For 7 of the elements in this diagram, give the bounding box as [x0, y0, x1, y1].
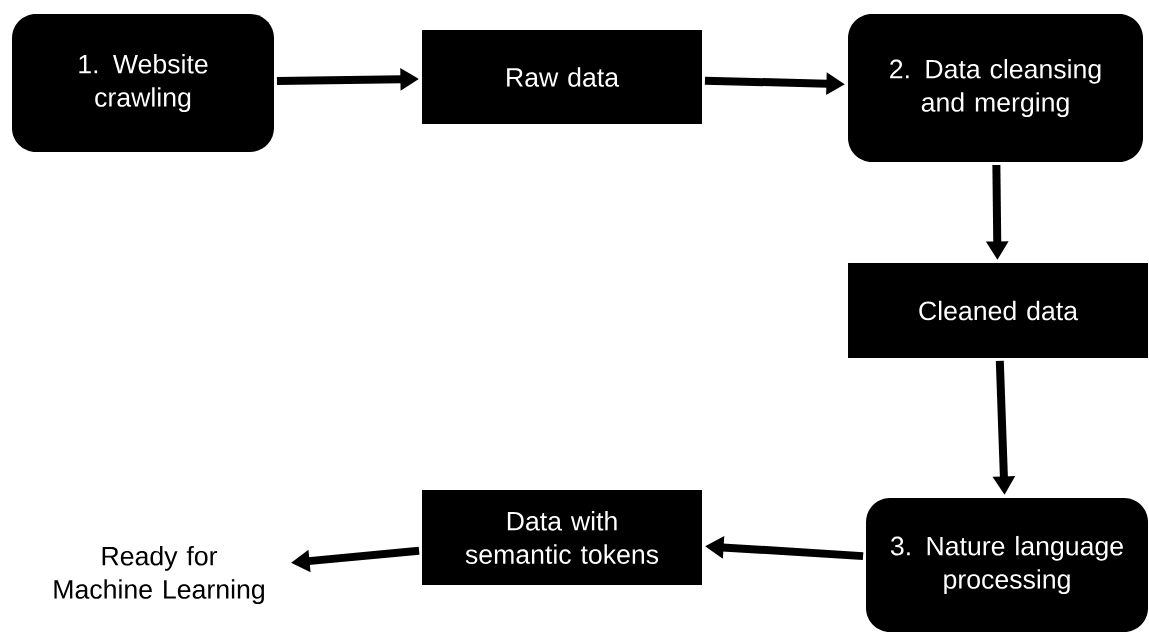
process-box: 2. Data cleansing and merging	[848, 14, 1143, 162]
process-box: 3. Nature language processing	[866, 498, 1148, 632]
data-box: Raw data	[422, 30, 702, 124]
output-text: Ready for Machine Learning	[54, 545, 264, 605]
data-box: Data with semantic tokens	[422, 490, 702, 585]
process-box: 1. Website crawling	[12, 14, 274, 152]
data-box: Cleaned data	[848, 263, 1148, 358]
